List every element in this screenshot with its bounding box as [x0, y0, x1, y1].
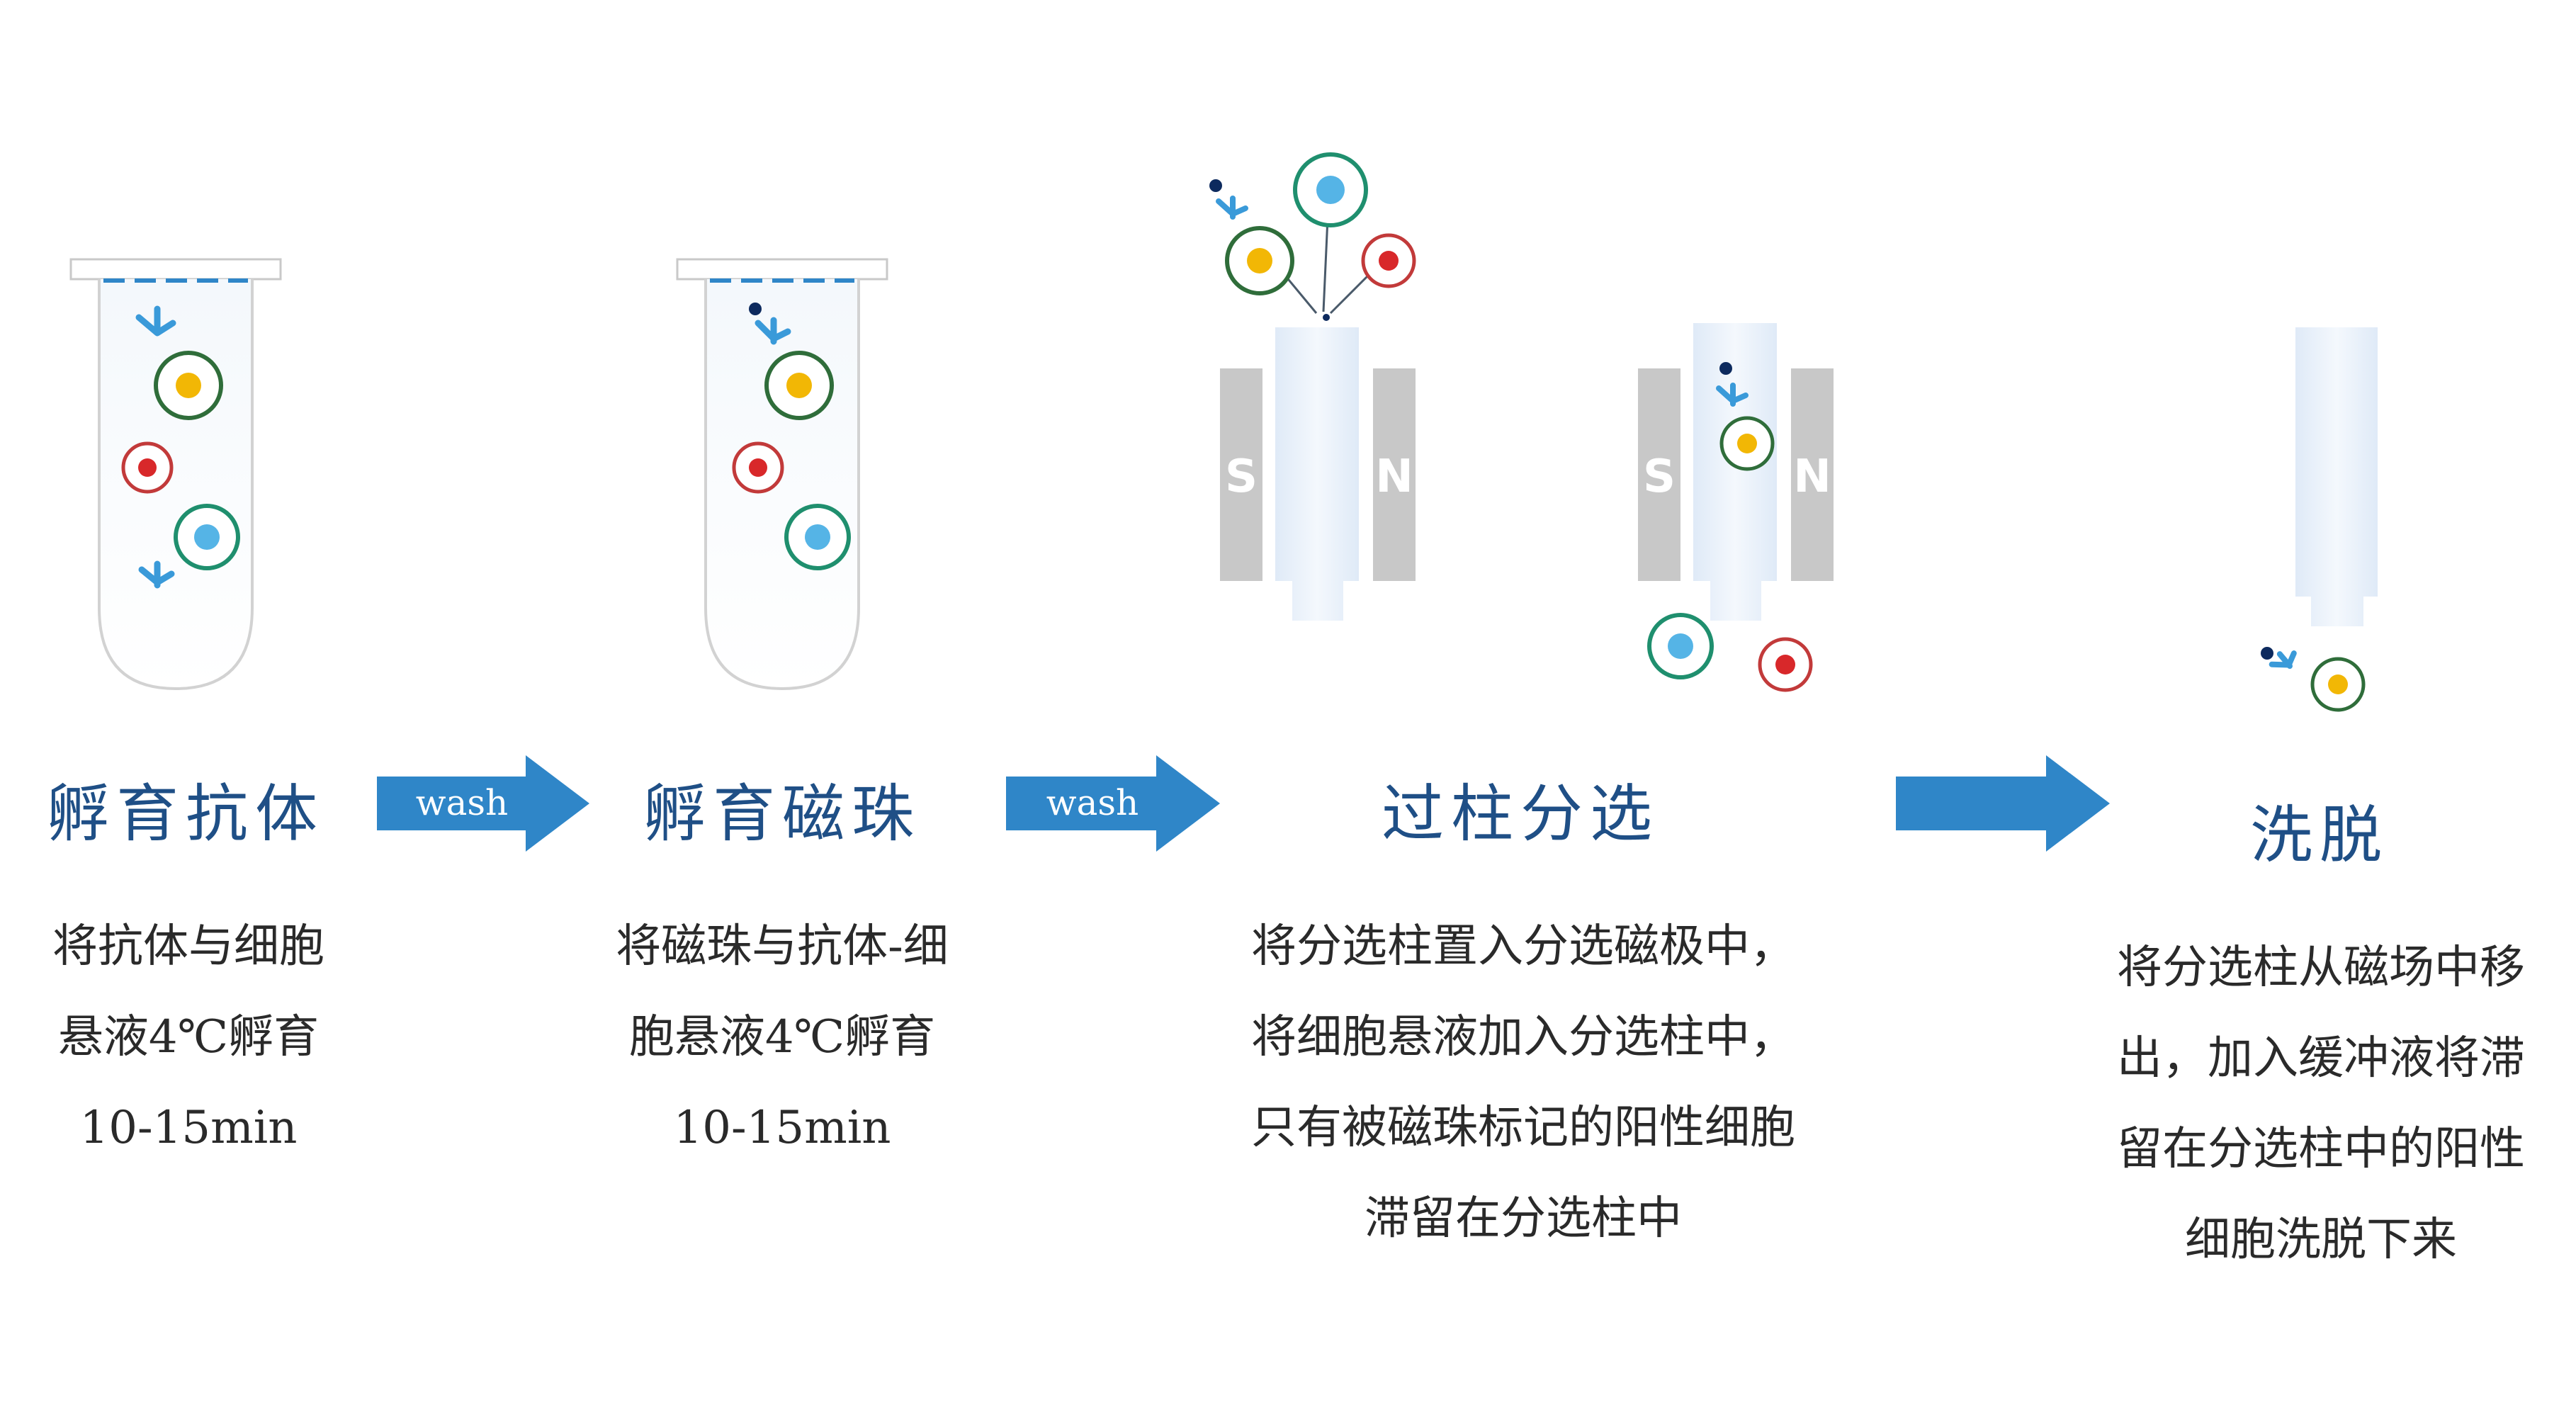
antibody-bead-icon	[2261, 647, 2297, 669]
step-description-4: 将分选柱从磁场中移 出，加入缓冲液将滞 留在分选柱中的阳性 细胞洗脱下来	[2117, 922, 2525, 1285]
separation-column-1	[1275, 327, 1359, 621]
svg-text:wash: wash	[416, 782, 508, 823]
svg-text:wash: wash	[1046, 782, 1139, 823]
step-title-column-separation: 过柱分选	[1381, 777, 1660, 850]
wash-arrow-2: wash	[1006, 755, 1220, 852]
antibody-bead-icon	[749, 303, 791, 345]
cell-red-icon	[121, 441, 174, 494]
separation-column-3	[2295, 327, 2378, 626]
step-title-incubate-antibody: 孵育抗体	[46, 777, 325, 850]
description-line: 留在分选柱中的阳性	[2117, 1123, 2525, 1175]
cell-yellow-icon	[1719, 416, 1775, 471]
cell-red-icon	[732, 441, 784, 494]
step-description-2: 将磁珠与抗体-细 胞悬液4℃孵育 10-15min	[616, 901, 949, 1173]
description-line: 细胞洗脱下来	[2185, 1214, 2457, 1266]
cell-red-icon	[1361, 233, 1416, 288]
magnet-left-1: S	[1220, 368, 1262, 581]
description-line: 将分选柱置入分选磁极中，	[1251, 920, 1795, 973]
separation-column-2	[1693, 323, 1777, 621]
cell-blue-icon	[1647, 613, 1714, 679]
description-line: 将分选柱从磁场中移	[2117, 942, 2525, 994]
cell-yellow-icon	[1225, 226, 1294, 295]
magnet-right-1: N	[1373, 368, 1416, 581]
antibody-bead-icon	[1209, 179, 1248, 220]
description-line: 将细胞悬液加入分选柱中，	[1251, 1011, 1795, 1063]
magnet-left-2: S	[1638, 368, 1680, 581]
cells-entering-column	[1209, 152, 1416, 321]
svg-text:S: S	[1225, 451, 1258, 503]
svg-text:N: N	[1375, 451, 1413, 503]
svg-text:S: S	[1643, 451, 1676, 503]
retained-positive-cell	[1716, 362, 1775, 471]
step-title-incubate-beads: 孵育磁珠	[643, 777, 922, 850]
eluted-positive-cell	[2261, 647, 2366, 712]
description-line: 悬液4℃孵育	[57, 1011, 320, 1063]
step-description-3: 将分选柱置入分选磁极中， 将细胞悬液加入分选柱中， 只有被磁珠标记的阳性细胞 滞…	[1251, 901, 1795, 1264]
step-title-elution: 洗脱	[2249, 798, 2390, 871]
description-line: 出，加入缓冲液将滞	[2117, 1032, 2525, 1085]
wash-arrow-1: wash	[377, 755, 589, 852]
cell-blue-icon	[174, 504, 240, 570]
step-description-1: 将抗体与细胞 悬液4℃孵育 10-15min	[52, 901, 324, 1173]
magnet-right-2: N	[1791, 368, 1834, 581]
description-line: 滞留在分选柱中	[1365, 1192, 1682, 1245]
svg-text:N: N	[1793, 451, 1831, 503]
cell-blue-icon	[784, 504, 851, 570]
description-line: 将抗体与细胞	[52, 920, 324, 973]
antibody-icon	[138, 560, 175, 589]
cells-flow-through	[1647, 613, 1813, 692]
description-line: 10-15min	[673, 1102, 891, 1154]
description-line: 胞悬液4℃孵育	[628, 1011, 936, 1063]
cell-blue-icon	[1293, 152, 1368, 227]
step-arrow-3	[1896, 755, 2110, 852]
cell-yellow-icon	[2310, 657, 2366, 712]
description-line: 将磁珠与抗体-细	[616, 920, 949, 973]
antibody-icon	[135, 305, 176, 337]
cell-yellow-icon	[154, 351, 223, 420]
description-line: 只有被磁珠标记的阳性细胞	[1251, 1102, 1795, 1154]
antibody-bead-icon	[1716, 362, 1749, 407]
cell-yellow-icon	[764, 351, 834, 420]
description-line: 10-15min	[79, 1102, 298, 1154]
cell-red-icon	[1758, 637, 1813, 692]
